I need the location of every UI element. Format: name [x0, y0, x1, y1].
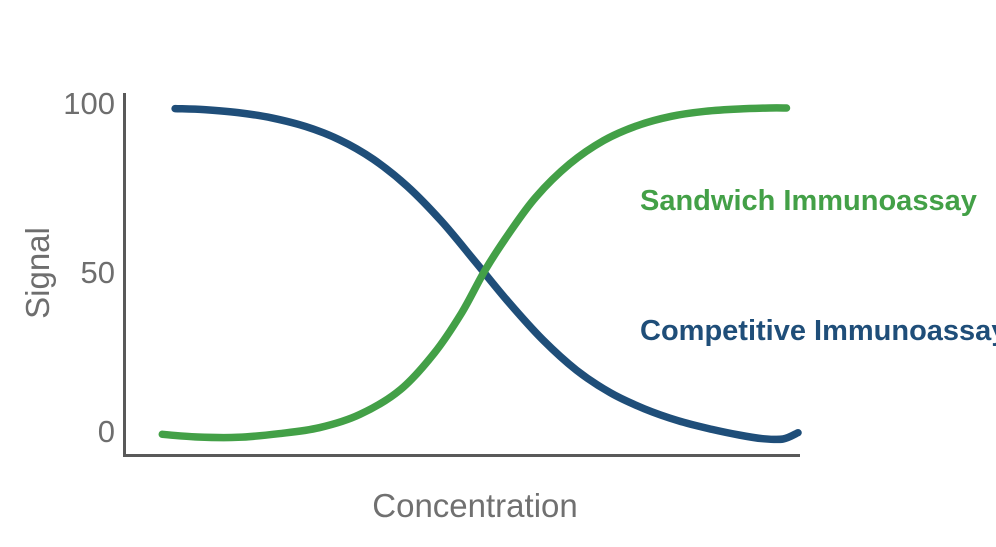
series-label-competitive-immunoassay: Competitive Immunoassay [640, 315, 996, 347]
y-tick-100: 100 [63, 86, 115, 121]
axis-lines [123, 93, 800, 457]
x-axis-title: Concentration [372, 487, 578, 524]
curve-sandwich-immunoassay [158, 104, 791, 442]
series-label-sandwich-immunoassay: Sandwich Immunoassay [640, 185, 977, 217]
y-tick-50: 50 [80, 255, 115, 290]
curve-competitive-immunoassay [171, 104, 802, 444]
y-tick-0: 0 [97, 414, 115, 449]
